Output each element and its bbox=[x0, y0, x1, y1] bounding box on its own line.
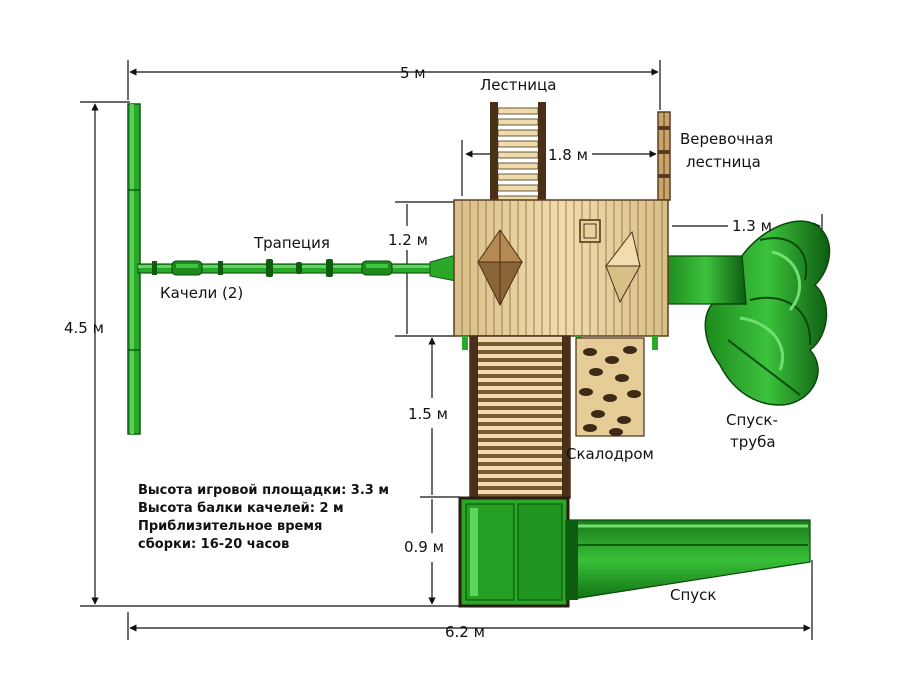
ramp-rung bbox=[478, 414, 562, 418]
ramp-rung bbox=[478, 486, 562, 490]
dimension-lines bbox=[80, 60, 823, 640]
ramp-rung bbox=[478, 390, 562, 394]
ramp-rung bbox=[478, 454, 562, 458]
ramp-rung bbox=[478, 446, 562, 450]
label-climbing-wall: Скалодром bbox=[566, 445, 654, 463]
ramp-rung bbox=[478, 430, 562, 434]
label-trapeze: Трапеция bbox=[253, 234, 330, 252]
climbing-hold bbox=[617, 416, 631, 424]
ramp-rung bbox=[478, 358, 562, 362]
climbing-hold bbox=[615, 374, 629, 382]
ramp-rung bbox=[478, 422, 562, 426]
climbing-wall bbox=[575, 337, 645, 437]
rope-ladder bbox=[657, 111, 671, 201]
label-rope-ladder-2: лестница bbox=[686, 153, 761, 171]
climbing-hold bbox=[583, 348, 597, 356]
main-deck bbox=[453, 199, 669, 350]
ramp-rung bbox=[478, 438, 562, 442]
climbing-hold bbox=[579, 388, 593, 396]
roof-peak-right bbox=[604, 230, 641, 304]
ladder-rung bbox=[497, 118, 539, 126]
climbing-hold bbox=[589, 368, 603, 376]
tube-slide bbox=[665, 220, 831, 406]
label-slide: Спуск bbox=[670, 586, 716, 604]
ramp-rung bbox=[478, 406, 562, 410]
dim-overall-width-top: 5 м bbox=[400, 64, 426, 82]
ramp-rung bbox=[478, 478, 562, 482]
dim-tube-slide-offset: 1.3 м bbox=[732, 217, 772, 235]
trapeze-bar bbox=[266, 259, 333, 277]
ramp-rung bbox=[478, 366, 562, 370]
label-tube-slide-1: Спуск- bbox=[726, 411, 778, 429]
ladder-rung bbox=[497, 107, 539, 115]
ladder-rung bbox=[497, 151, 539, 159]
label-swings: Качели (2) bbox=[160, 284, 243, 302]
specifications: Высота игровой площадки: 3.3 м Высота ба… bbox=[138, 482, 438, 554]
ramp-rung bbox=[478, 342, 562, 346]
dim-slide-tower-depth: 0.9 м bbox=[404, 538, 444, 556]
slide-tower bbox=[458, 496, 570, 608]
ladder-rung bbox=[497, 184, 539, 192]
ramp-rung bbox=[478, 462, 562, 466]
swing-seat-1 bbox=[171, 260, 203, 276]
ladder-rung bbox=[497, 162, 539, 170]
ladder-rung bbox=[497, 140, 539, 148]
ramp-rung bbox=[478, 398, 562, 402]
ramp-rung bbox=[478, 374, 562, 378]
swing-seat-2 bbox=[361, 260, 393, 276]
ramp-rung bbox=[478, 350, 562, 354]
climbing-hold bbox=[623, 346, 637, 354]
dim-ladder-gap: 1.8 м bbox=[548, 146, 588, 164]
ramp-rung bbox=[478, 494, 562, 498]
climbing-hold bbox=[591, 410, 605, 418]
spec-play-height: Высота игровой площадки: 3.3 м bbox=[138, 483, 389, 498]
climbing-hold bbox=[627, 390, 641, 398]
ramp bbox=[469, 335, 571, 499]
climbing-hold bbox=[603, 394, 617, 402]
label-ladder: Лестница bbox=[480, 76, 556, 94]
straight-slide bbox=[565, 519, 811, 601]
spec-assembly-time-1: Приблизительное время bbox=[138, 519, 323, 534]
climbing-hold bbox=[605, 356, 619, 364]
ladder-rung bbox=[497, 129, 539, 137]
climbing-hold bbox=[583, 424, 597, 432]
dim-overall-width-bottom: 6.2 м bbox=[445, 623, 485, 641]
swing-beam-assembly bbox=[127, 103, 457, 435]
spec-swing-beam-height: Высота балки качелей: 2 м bbox=[138, 501, 344, 516]
dim-ramp-length: 1.5 м bbox=[408, 405, 448, 423]
ladder-rung bbox=[497, 173, 539, 181]
dim-overall-depth: 4.5 м bbox=[64, 319, 104, 337]
dim-deck-depth: 1.2 м bbox=[388, 231, 428, 249]
deck-window bbox=[579, 219, 601, 243]
climbing-hold bbox=[609, 428, 623, 436]
label-rope-ladder-1: Веревочная bbox=[680, 130, 773, 148]
ladder bbox=[490, 102, 546, 203]
label-tube-slide-2: труба bbox=[730, 433, 776, 451]
roof-peak-left bbox=[477, 229, 523, 307]
spec-assembly-time-2: сборки: 16-20 часов bbox=[138, 537, 290, 552]
ramp-rung bbox=[478, 470, 562, 474]
ramp-rung bbox=[478, 382, 562, 386]
